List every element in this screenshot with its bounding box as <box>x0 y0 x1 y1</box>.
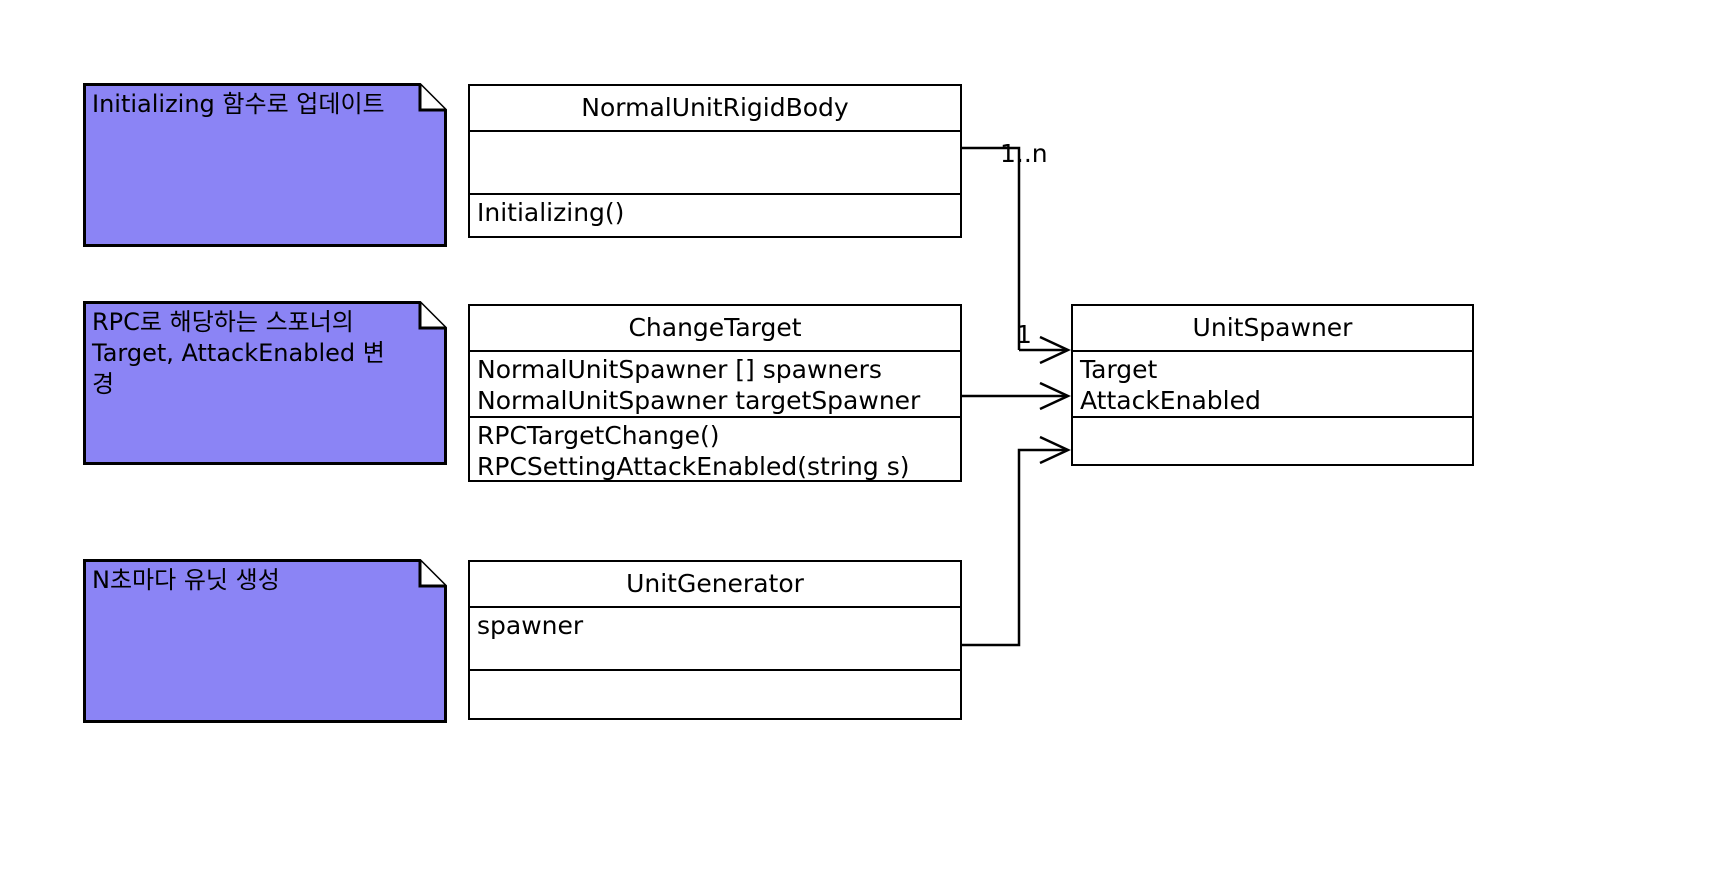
class-attribute-targetspawner: NormalUnitSpawner targetSpawner <box>477 386 921 415</box>
note-rpc-text: RPC로 해당하는 스포너의 Target, AttackEnabled 변경 <box>92 308 385 398</box>
multiplicity-label-1-n: 1..n <box>1000 139 1048 168</box>
class-title-compartment: UnitGenerator <box>470 562 960 606</box>
class-attributes-compartment: NormalUnitSpawner [] spawners NormalUnit… <box>470 350 960 416</box>
connector-rigidbody-unitspawner <box>962 146 1021 350</box>
class-attribute-spawner: spawner <box>477 611 584 640</box>
multiplicity-label-1: 1 <box>1016 320 1032 349</box>
class-attribute-attackenabled: AttackEnabled <box>1080 386 1261 415</box>
class-name-unitgenerator: UnitGenerator <box>626 569 804 598</box>
class-methods-compartment: Initializing() <box>470 193 960 236</box>
note-generator: N초마다 유닛 생성 <box>83 559 447 723</box>
class-methods-compartment: RPCTargetChange() RPCSettingAttackEnable… <box>470 416 960 481</box>
class-box-changetarget[interactable]: ChangeTarget NormalUnitSpawner [] spawne… <box>468 304 962 482</box>
note-shape-generator <box>83 559 447 723</box>
note-initializing: Initializing 함수로 업데이트 <box>83 83 447 247</box>
note-rpc: RPC로 해당하는 스포너의 Target, AttackEnabled 변경 <box>83 301 447 465</box>
class-method-rpcsettingattackenabled: RPCSettingAttackEnabled(string s) <box>477 452 910 481</box>
class-title-compartment: NormalUnitRigidBody <box>470 86 960 130</box>
class-methods-compartment <box>470 669 960 718</box>
class-attributes-compartment: spawner <box>470 606 960 669</box>
note-shape-rpc <box>83 301 447 465</box>
class-attributes-compartment <box>470 130 960 193</box>
connector-unitgenerator-unitspawner <box>962 448 1066 647</box>
class-attribute-target: Target <box>1080 355 1158 384</box>
arrowhead-changetarget-unitspawner <box>1039 381 1071 411</box>
class-box-unitgenerator[interactable]: UnitGenerator spawner <box>468 560 962 720</box>
arrowhead-unitgenerator-unitspawner <box>1039 435 1071 465</box>
class-title-compartment: ChangeTarget <box>470 306 960 350</box>
class-attribute-spawners: NormalUnitSpawner [] spawners <box>477 355 882 384</box>
class-method-initializing: Initializing() <box>477 198 625 227</box>
class-method-rpctargetchange: RPCTargetChange() <box>477 421 720 450</box>
class-name-changetarget: ChangeTarget <box>628 313 802 342</box>
class-methods-compartment <box>1073 416 1472 464</box>
note-shape-initializing <box>83 83 447 247</box>
class-box-unitspawner[interactable]: UnitSpawner Target AttackEnabled <box>1071 304 1474 466</box>
class-box-normalunitrigidbody[interactable]: NormalUnitRigidBody Initializing() <box>468 84 962 238</box>
arrowhead-rigidbody-unitspawner <box>1039 335 1071 365</box>
class-name-unitspawner: UnitSpawner <box>1192 313 1353 342</box>
class-name-normalunitrigidbody: NormalUnitRigidBody <box>581 93 849 122</box>
note-initializing-text: Initializing 함수로 업데이트 <box>92 90 385 118</box>
class-title-compartment: UnitSpawner <box>1073 306 1472 350</box>
note-generator-text: N초마다 유닛 생성 <box>92 566 280 594</box>
class-attributes-compartment: Target AttackEnabled <box>1073 350 1472 416</box>
